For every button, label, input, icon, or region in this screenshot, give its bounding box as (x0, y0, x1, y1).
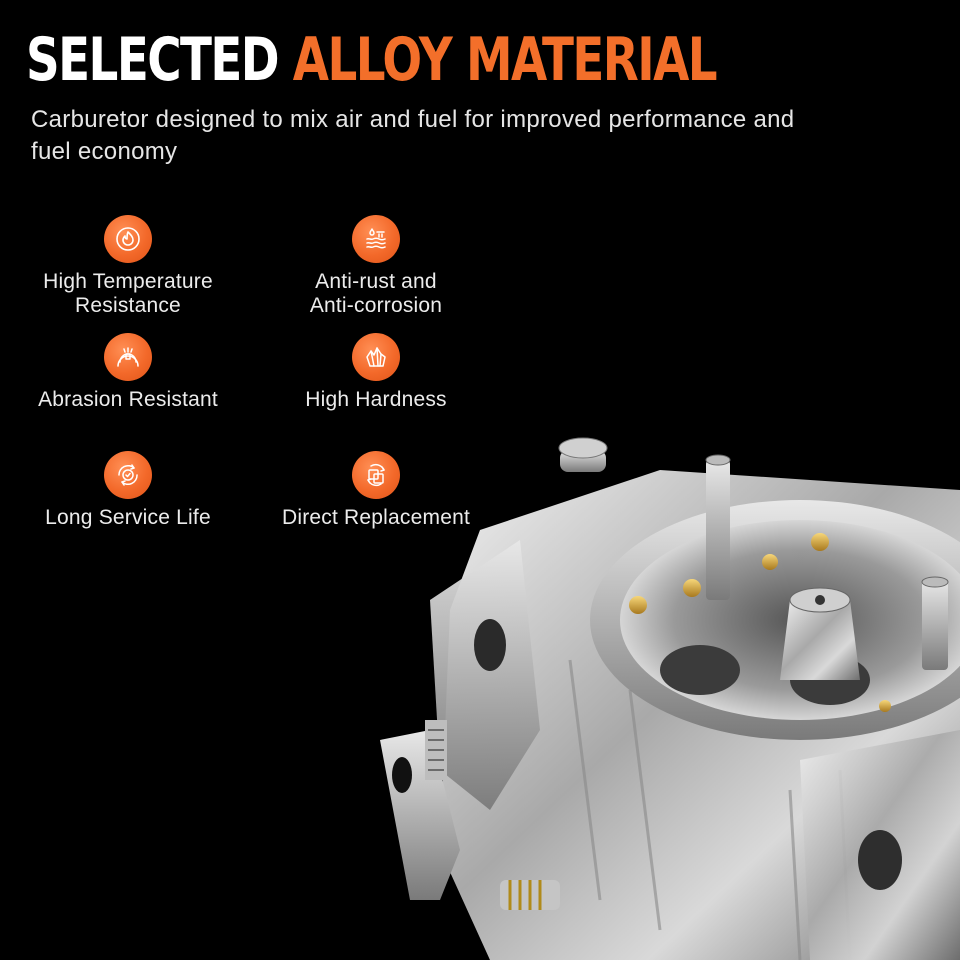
headline: SELECTED ALLOY MATERIAL (26, 22, 718, 98)
feature-label: High Hardness (305, 388, 447, 411)
feature-label: Abrasion Resistant (38, 388, 218, 411)
feature-direct-replacement: Direct Replacement (251, 451, 501, 530)
replace-squares-icon (352, 451, 400, 499)
flame-icon (104, 215, 152, 263)
feature-anti-rust: Anti-rust and Anti-corrosion (251, 215, 501, 318)
water-droplet-icon (352, 215, 400, 263)
headline-white: SELECTED (26, 25, 280, 95)
feature-long-service-life: Long Service Life (3, 451, 253, 530)
carburetor-image (380, 437, 960, 960)
feature-label: Long Service Life (45, 506, 211, 529)
headline-orange: ALLOY MATERIAL (292, 25, 718, 95)
crystal-icon (352, 333, 400, 381)
feature-high-hardness: High Hardness (251, 333, 501, 412)
abrasion-icon (104, 333, 152, 381)
feature-label: Anti-rust and Anti-corrosion (309, 270, 443, 317)
feature-abrasion-resistant: Abrasion Resistant (3, 333, 253, 412)
feature-high-temperature: High Temperature Resistance (3, 215, 253, 318)
feature-label: Direct Replacement (281, 506, 470, 529)
subtitle: Carburetor designed to mix air and fuel … (31, 106, 795, 165)
gear-check-icon (104, 451, 152, 499)
feature-label: High Temperature Resistance (43, 270, 213, 317)
